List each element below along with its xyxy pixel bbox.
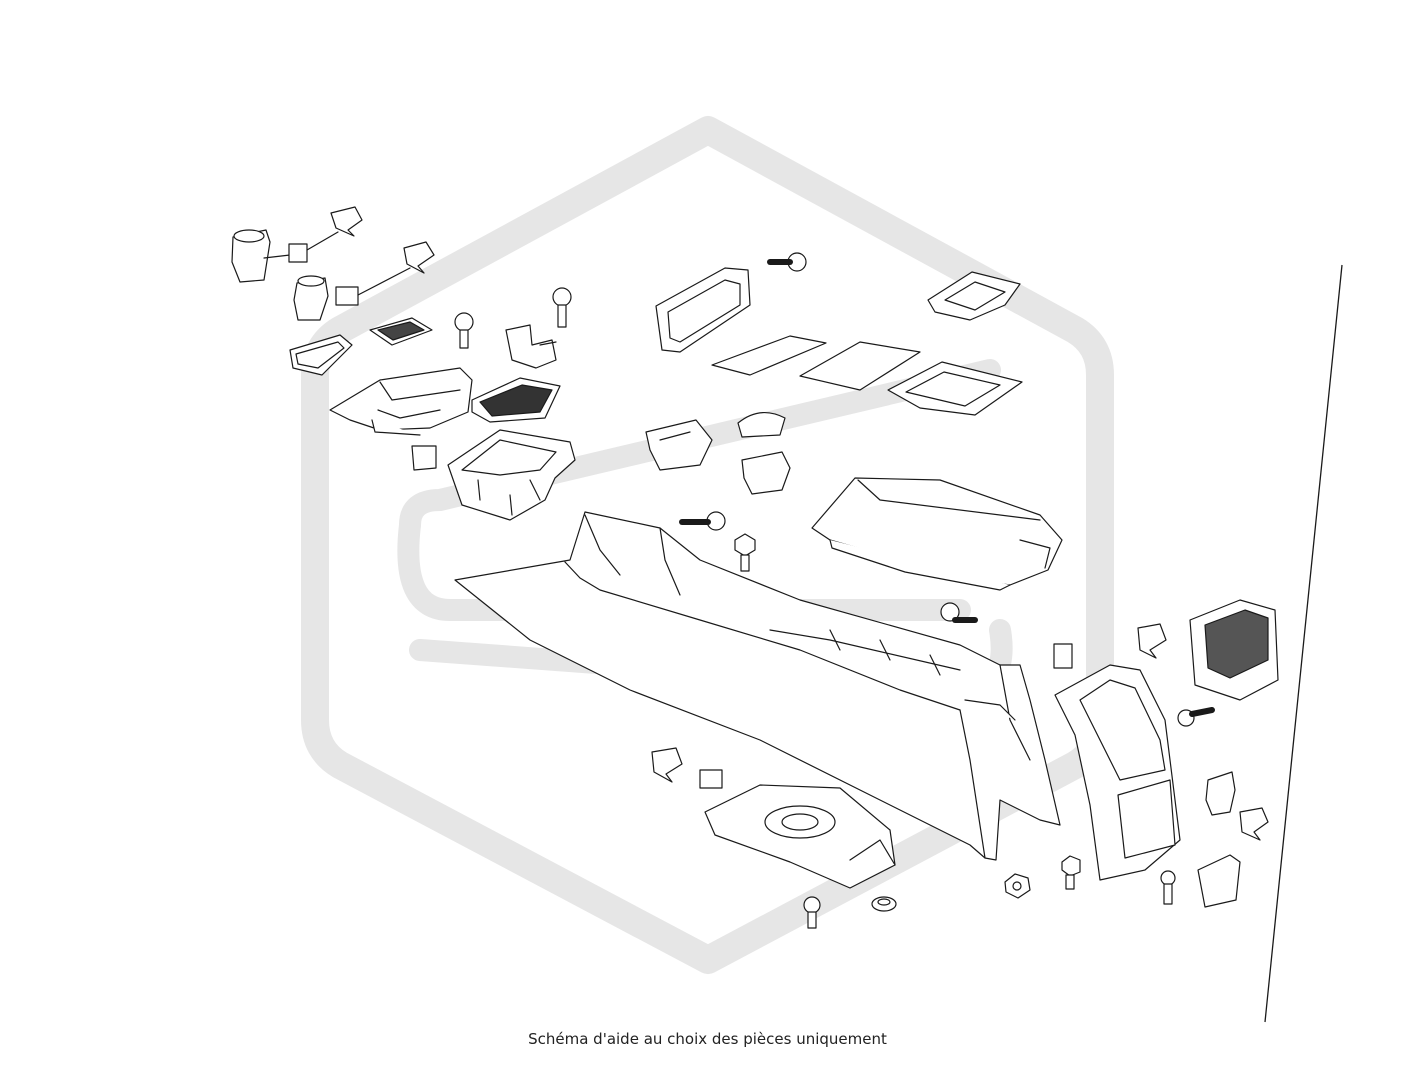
connector-tag-4 bbox=[1138, 624, 1166, 658]
connector-tag-1 bbox=[331, 207, 362, 236]
gear-frame bbox=[656, 268, 750, 352]
socket-insert bbox=[1198, 855, 1240, 907]
armrest-lid bbox=[812, 478, 1062, 590]
subwoofer-tray bbox=[705, 785, 895, 888]
bolt-2 bbox=[1062, 856, 1080, 889]
tray-harness bbox=[700, 770, 722, 788]
screw-5 bbox=[941, 603, 975, 621]
trim-panel-1 bbox=[712, 336, 826, 375]
storage-tray-small bbox=[290, 335, 352, 375]
bolt-1 bbox=[735, 534, 755, 571]
screw-4 bbox=[682, 512, 725, 530]
switch-bracket bbox=[646, 420, 712, 470]
screw-3 bbox=[770, 253, 806, 271]
diagram-caption: Schéma d'aide au choix des pièces unique… bbox=[528, 1030, 887, 1048]
trim-panel-3 bbox=[888, 362, 1022, 415]
screw-7 bbox=[1161, 871, 1175, 904]
screw-2 bbox=[553, 288, 571, 327]
connector-tag-2 bbox=[404, 242, 434, 273]
center-console bbox=[455, 512, 1060, 860]
connector-tag-3 bbox=[412, 446, 436, 470]
usb-connector-1 bbox=[232, 230, 338, 282]
clip-small bbox=[1054, 644, 1072, 668]
nut-1 bbox=[1005, 874, 1030, 898]
boundary-line bbox=[1265, 265, 1342, 1022]
grommet bbox=[872, 897, 896, 911]
upper-insert-panel bbox=[330, 368, 472, 435]
bracket-part bbox=[506, 325, 556, 368]
rear-trim-panel bbox=[1055, 665, 1180, 880]
usb-port bbox=[1206, 772, 1235, 815]
shift-bezel bbox=[928, 272, 1020, 320]
wireless-pad bbox=[370, 318, 432, 345]
shifter-unit bbox=[742, 452, 790, 494]
usb-connector-2 bbox=[294, 268, 410, 320]
cupholder-housing bbox=[448, 430, 575, 520]
screw-8 bbox=[804, 897, 820, 928]
rubber-mat bbox=[472, 378, 560, 422]
trim-panel-2 bbox=[800, 342, 920, 390]
screw-1 bbox=[455, 313, 473, 348]
connector-tag-6 bbox=[652, 748, 682, 782]
rear-vent bbox=[1190, 600, 1278, 700]
connector-tag-5 bbox=[1240, 808, 1268, 840]
screw-6 bbox=[1178, 710, 1212, 726]
knob-cover bbox=[738, 413, 785, 437]
